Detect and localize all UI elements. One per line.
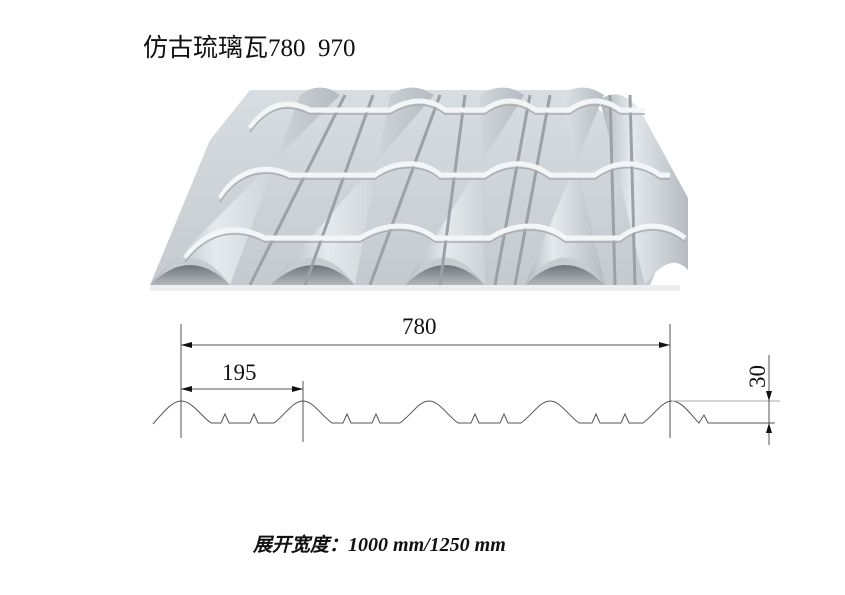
model-numbers: 780 970: [268, 35, 356, 62]
tile-ribs: [248, 94, 637, 286]
unfolded-width-value: 1000 mm/1250 mm: [348, 534, 506, 556]
height-label: 30: [745, 365, 770, 388]
pitch-label: 195: [222, 360, 257, 385]
tile-steps: [183, 98, 687, 260]
roof-tile-illustration: [150, 87, 688, 291]
profile-outline: [152, 400, 775, 425]
unfolded-width: 展开宽度：1000 mm/1250 mm: [253, 530, 506, 557]
profile-dimension-drawing: 780 195 30: [152, 314, 780, 445]
product-name: 仿古琉璃瓦: [143, 33, 269, 62]
unfolded-width-label: 展开宽度：: [253, 534, 349, 556]
overall-width-label: 780: [402, 314, 437, 339]
product-title: 仿古琉璃瓦780 970: [143, 28, 356, 64]
